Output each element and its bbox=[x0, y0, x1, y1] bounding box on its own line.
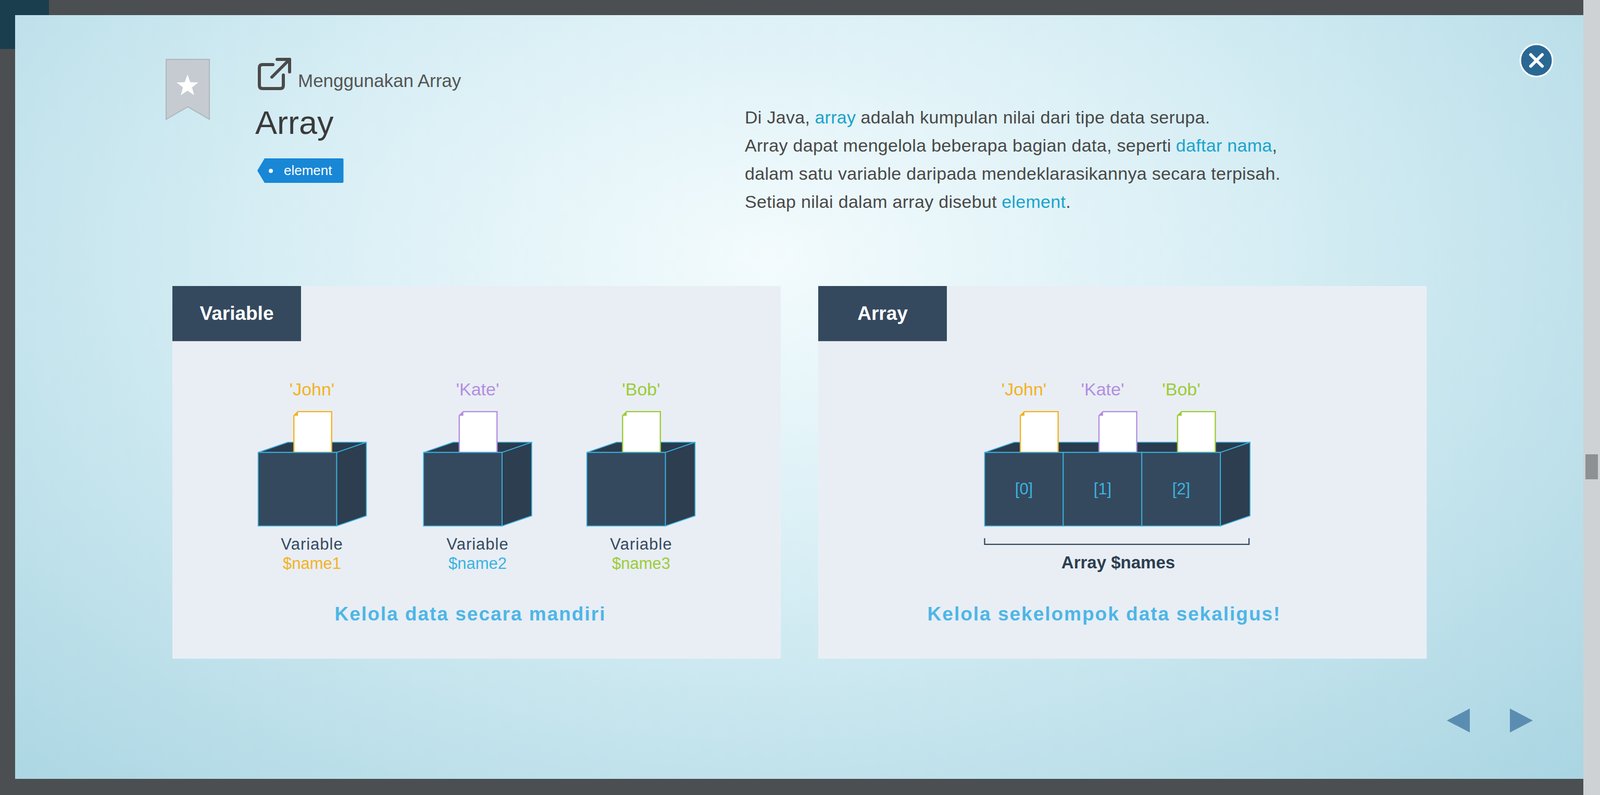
index-label: [0] bbox=[984, 479, 1064, 499]
panel-tagline: Kelola data secara mandiri bbox=[172, 598, 769, 630]
lesson-name: Menggunakan Array bbox=[297, 69, 461, 93]
variable-box: 'Kate' Variable$name2 bbox=[404, 375, 551, 577]
array-cell: 'Kate' [1] bbox=[1063, 375, 1142, 527]
tag-label: element bbox=[257, 158, 344, 183]
variable-box: 'Bob' Variable$name3 bbox=[568, 375, 715, 577]
index-label: [1] bbox=[1063, 479, 1142, 499]
variable-box: 'John' Variable$name1 bbox=[239, 375, 385, 577]
variable-name: $name2 bbox=[404, 554, 551, 573]
paragraph-text: dalam satu variable daripada mendeklaras… bbox=[744, 163, 1281, 184]
value-label: 'John' bbox=[984, 379, 1064, 399]
paragraph-line: dalam satu variable daripada mendeklaras… bbox=[744, 159, 1281, 188]
scrollbar-thumb bbox=[1585, 454, 1598, 480]
index-label: [2] bbox=[1142, 479, 1221, 499]
paragraph: Di Java,arrayadalah kumpulan nilai dari … bbox=[744, 103, 1281, 216]
panel-tab-label: Variable bbox=[172, 285, 302, 341]
paragraph-line: Di Java,arrayadalah kumpulan nilai dari … bbox=[744, 103, 1281, 132]
scrollbar bbox=[1583, 0, 1600, 795]
paragraph-text: Setiap nilai dalam array disebut bbox=[744, 191, 997, 212]
array-panel: ArrayArray $namesKelola sekelompok data … bbox=[818, 285, 1427, 659]
paragraph-text: Array dapat mengelola beberapa bagian da… bbox=[744, 135, 1172, 156]
variable-panel-art bbox=[172, 285, 781, 659]
prev-arrow bbox=[1446, 708, 1470, 733]
value-label: 'John' bbox=[239, 379, 385, 399]
array-name: Array $names bbox=[818, 553, 1419, 572]
variable-label: Variable bbox=[239, 534, 385, 554]
value-label: 'Kate' bbox=[404, 379, 551, 399]
external-link-icon bbox=[259, 59, 290, 89]
panel-tab-label: Array bbox=[818, 285, 947, 341]
highlight-term: element bbox=[1001, 191, 1066, 212]
array-panel-art bbox=[818, 285, 1427, 659]
next-arrow bbox=[1509, 708, 1533, 733]
value-label: 'Bob' bbox=[1142, 379, 1221, 399]
paragraph-line: Array dapat mengelola beberapa bagian da… bbox=[744, 131, 1281, 160]
value-label: 'Bob' bbox=[568, 379, 715, 399]
variable-name: $name1 bbox=[239, 554, 385, 573]
variable-label: Variable bbox=[568, 534, 715, 554]
paragraph-text: adalah kumpulan nilai dari tipe data ser… bbox=[860, 107, 1211, 128]
highlight-term: daftar nama bbox=[1176, 135, 1273, 156]
array-cell: 'Bob' [2] bbox=[1142, 375, 1221, 527]
variable-label: Variable bbox=[404, 534, 551, 554]
paragraph-text: , bbox=[1272, 135, 1278, 156]
paragraph-line: Setiap nilai dalam array disebutelement. bbox=[744, 187, 1281, 216]
paragraph-text: Di Java, bbox=[744, 107, 810, 128]
close-button bbox=[1520, 44, 1553, 77]
variable-panel: VariableKelola data secara mandiri 'John'… bbox=[172, 285, 781, 659]
array-cell: 'John' [0] bbox=[984, 375, 1064, 527]
paragraph-text: . bbox=[1065, 191, 1071, 212]
value-label: 'Kate' bbox=[1063, 379, 1142, 399]
tag-dot bbox=[268, 168, 273, 173]
slide-title: Array bbox=[255, 102, 334, 143]
bookmark-star bbox=[176, 74, 199, 96]
highlight-term: array bbox=[814, 107, 856, 128]
bookmark-ribbon bbox=[166, 59, 210, 120]
variable-name: $name3 bbox=[568, 554, 715, 573]
panel-tagline: Kelola sekelompok data sekaligus! bbox=[818, 598, 1391, 630]
